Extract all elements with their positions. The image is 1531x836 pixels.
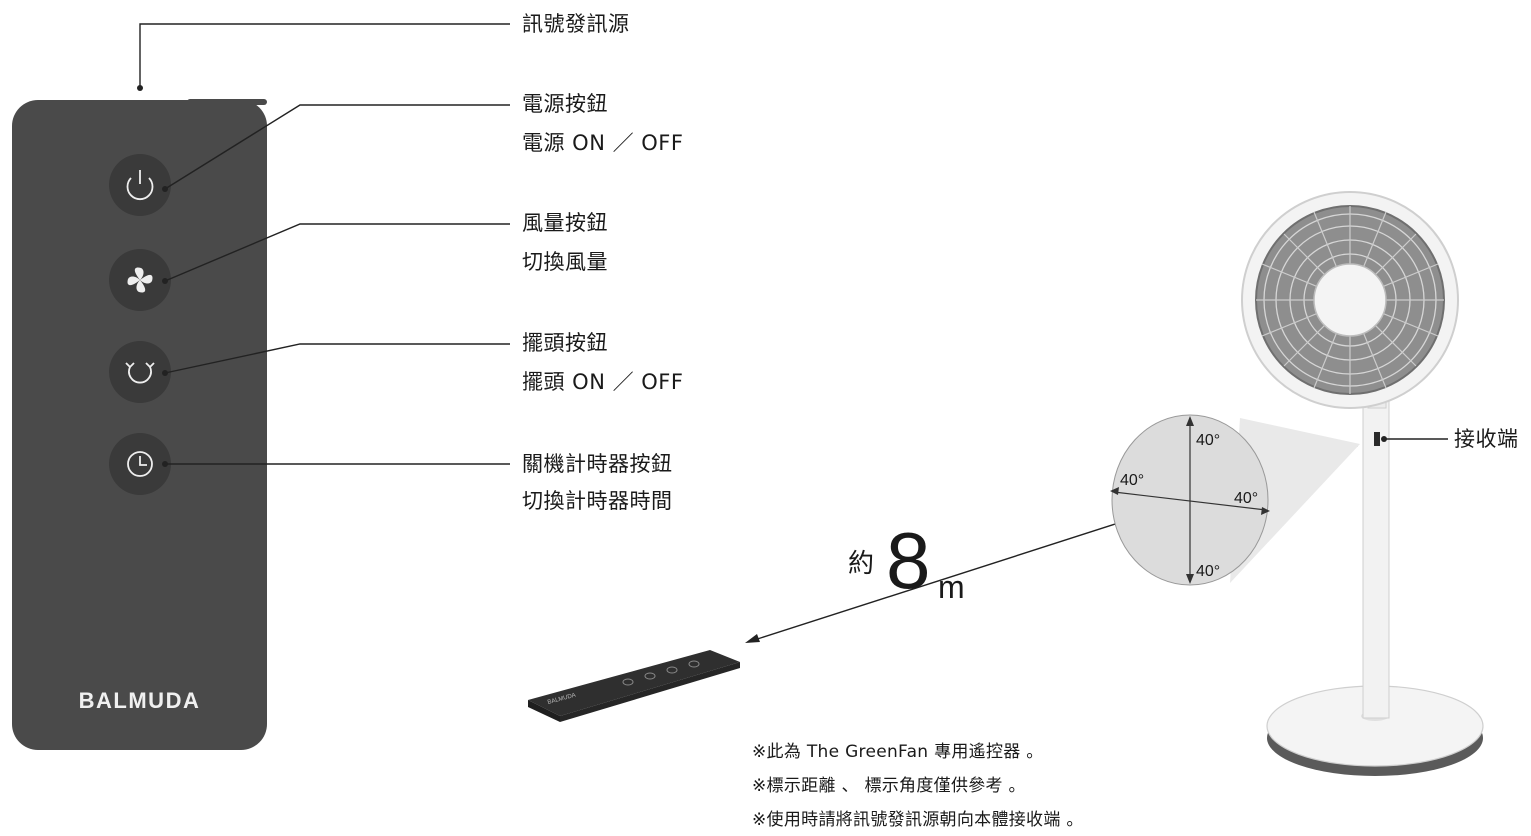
signal-source-label: 訊號發訊源	[522, 12, 630, 36]
note-usage: ※使用時請將訊號發訊源朝向本體接收端 。	[752, 810, 1084, 830]
receiver-label: 接收端	[1454, 427, 1519, 451]
receiver-window	[1374, 432, 1380, 446]
reception-cone	[1110, 414, 1360, 586]
swing-icon	[125, 362, 155, 384]
timer-button[interactable]	[109, 433, 171, 495]
fan-head	[1241, 191, 1459, 409]
power-button-desc: 電源 ON ／ OFF	[522, 131, 684, 155]
fan-stand	[1266, 369, 1484, 776]
power-icon	[126, 170, 154, 201]
timer-button-label: 關機計時器按鈕	[522, 452, 673, 476]
distance-prefix: 約	[848, 549, 875, 579]
swing-button-desc: 擺頭 ON ／ OFF	[522, 370, 684, 394]
note-dedicated-remote: ※此為 The GreenFan 專用遙控器 。	[752, 742, 1044, 762]
angle-left-label: 40°	[1120, 472, 1145, 489]
callout-dots	[162, 186, 168, 467]
receiver-leader	[1381, 436, 1448, 442]
remote-emitter-bump	[187, 99, 267, 105]
angle-bottom-label: 40°	[1196, 563, 1221, 580]
callout-leaders	[164, 104, 510, 465]
signal-source-dot	[137, 85, 143, 91]
remote-body	[12, 100, 267, 750]
fan-button[interactable]	[109, 249, 171, 311]
distance-value: 8	[886, 516, 931, 605]
angle-top-label: 40°	[1196, 432, 1221, 449]
clock-icon	[127, 451, 153, 477]
fan-button-desc: 切換風量	[522, 250, 608, 274]
swing-button[interactable]	[109, 341, 171, 403]
fan-icon	[127, 267, 153, 293]
note-reference-only: ※標示距離 、 標示角度僅供參考 。	[752, 776, 1026, 796]
timer-button-desc: 切換計時器時間	[522, 489, 673, 513]
remote-perspective: BALMUDA	[528, 650, 740, 722]
signal-source-leader	[139, 23, 510, 88]
swing-button-label: 擺頭按鈕	[522, 331, 608, 355]
power-button[interactable]	[109, 154, 171, 216]
distance-unit: m	[938, 569, 965, 605]
angle-right-label: 40°	[1234, 490, 1259, 507]
remote-front	[12, 99, 267, 750]
brand-logo: BALMUDA	[78, 688, 201, 713]
fan-button-label: 風量按鈕	[522, 211, 608, 235]
power-button-label: 電源按鈕	[522, 92, 608, 116]
